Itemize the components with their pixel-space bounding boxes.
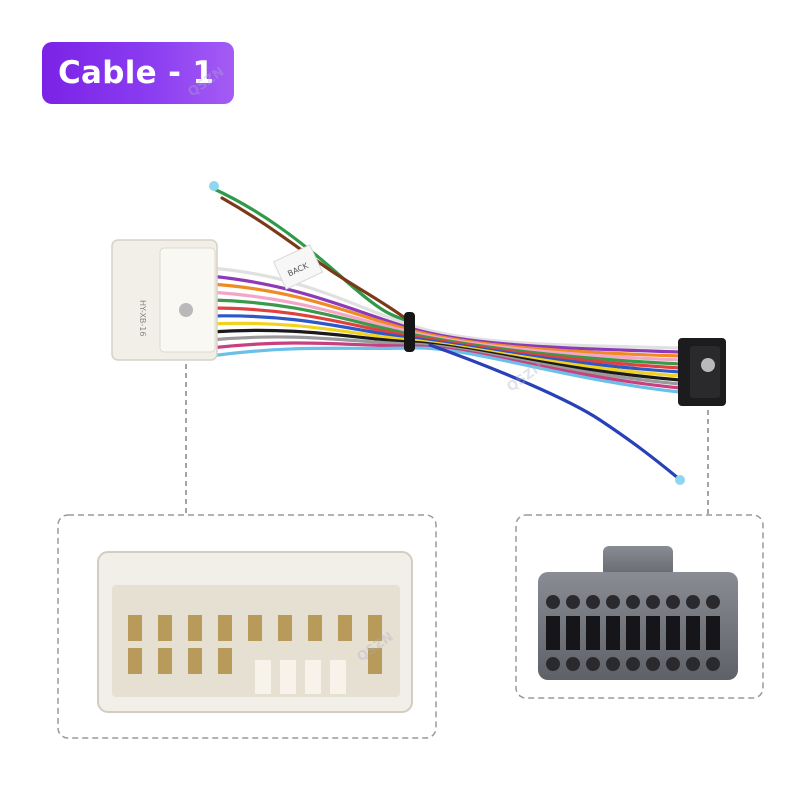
callout-dot-icon	[701, 358, 715, 372]
wire-tag	[272, 244, 324, 290]
gray-connector-face	[538, 546, 738, 680]
callout-lines	[185, 310, 709, 515]
badge-label: Cable - 1	[58, 55, 215, 91]
left-harness-connector	[111, 239, 218, 361]
wire-bundle	[208, 186, 682, 480]
wire-tip	[675, 475, 685, 485]
white-connector-face	[97, 551, 413, 713]
left-detail-frame	[57, 514, 437, 739]
wire-tip	[209, 181, 219, 191]
callout-dot-icon	[179, 303, 193, 317]
right-harness-connector	[678, 338, 726, 406]
connector-label: HY-XB-16	[138, 300, 147, 336]
cable-tie	[404, 312, 415, 352]
right-detail-frame	[515, 514, 764, 699]
title-badge: Cable - 1	[42, 42, 234, 104]
